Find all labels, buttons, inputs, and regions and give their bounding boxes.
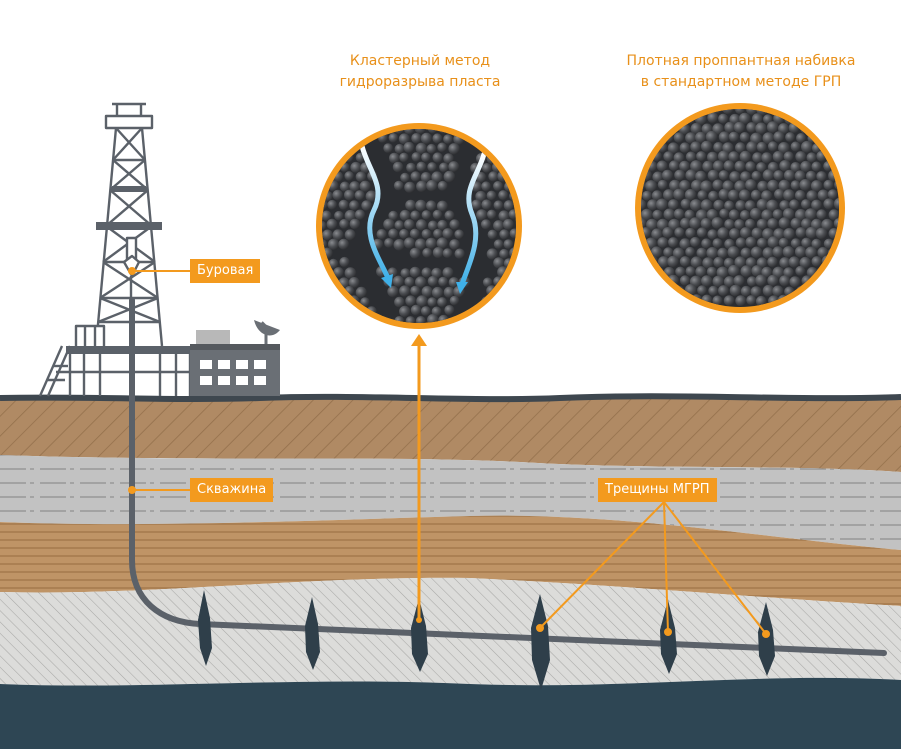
topsoil-layer xyxy=(0,396,901,472)
bedrock-layer xyxy=(0,677,901,749)
rig-label: Буровая xyxy=(190,259,261,283)
cluster-method-magnifier xyxy=(316,123,522,329)
fracture-6 xyxy=(758,602,775,676)
drilling-rig xyxy=(38,102,194,397)
connector-arrow xyxy=(411,334,427,623)
cluster-caption-line-2: гидроразрыва пласта xyxy=(339,74,501,90)
well-label: Скважина xyxy=(190,478,274,502)
dense-caption-line-2: в стандартном методе ГРП xyxy=(640,74,842,90)
fracture-4 xyxy=(531,594,550,690)
cluster-method-caption: Кластерный метод гидроразрыва пласта xyxy=(300,51,540,93)
leader-lines xyxy=(128,267,770,638)
control-building xyxy=(190,320,280,396)
ground-surface-line xyxy=(0,393,901,403)
dense-packing-magnifier xyxy=(635,103,845,313)
fracture-3 xyxy=(411,598,428,672)
fracture-2 xyxy=(305,597,320,670)
sand-layer xyxy=(0,515,901,606)
satellite-dish-icon xyxy=(254,320,280,344)
fracture-markers xyxy=(198,590,775,690)
fracture-5 xyxy=(660,600,677,674)
well-pipe xyxy=(129,297,887,656)
flow-paths xyxy=(359,143,487,294)
dense-packing-caption: Плотная проппантная набивка в стандартно… xyxy=(606,51,876,93)
cluster-caption-line-1: Кластерный метод xyxy=(349,53,491,69)
fracture-1 xyxy=(198,590,212,666)
dense-caption-line-1: Плотная проппантная набивка xyxy=(626,53,856,69)
fractures-label: Трещины МГРП xyxy=(598,478,717,502)
